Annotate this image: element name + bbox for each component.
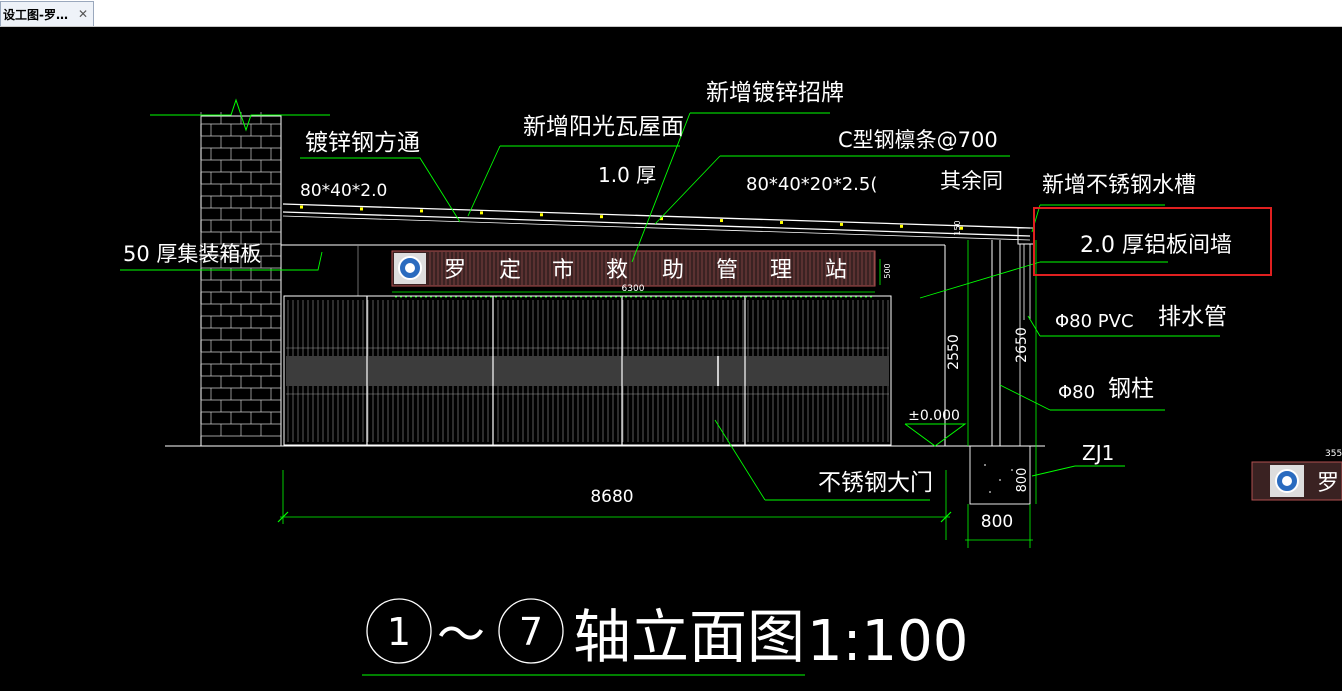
elevation-marker	[904, 423, 967, 447]
axis-number-1: 1	[387, 610, 411, 654]
highlight-box	[1033, 207, 1272, 276]
rest-same-label: 其余同	[940, 169, 1003, 193]
d355-dimension: 355	[1325, 449, 1342, 459]
c-purlin-size: 80*40*20*2.5(	[746, 174, 877, 195]
gate-label: 不锈钢大门	[818, 470, 933, 496]
sign-char: 站	[825, 258, 847, 283]
drain-pipe-label: 排水管	[1158, 304, 1227, 330]
footing-height-dimension: 800	[1015, 468, 1030, 493]
alu-wall-label: 2.0 厚铝板间墙	[1080, 233, 1232, 258]
thickness-label: 1.0 厚	[598, 163, 656, 187]
galv-tube-size: 80*40*2.0	[300, 181, 387, 201]
sign-board: 罗 定 市 救 助 管 理 站	[391, 250, 876, 287]
title-scale: 1:100	[807, 609, 968, 674]
break-line	[150, 98, 330, 132]
container-board-label: 50 厚集装箱板	[123, 242, 261, 266]
title-tilde: ～	[437, 607, 485, 663]
sun-roof-label: 新增阳光瓦屋面	[523, 114, 684, 140]
roof	[282, 203, 1031, 241]
drawing-title: 1 ～ 7 轴立面图 1:100	[362, 598, 968, 676]
brick-wall	[200, 112, 282, 447]
total-width-dimension: 8680	[590, 487, 633, 507]
sign-char: 市	[552, 258, 574, 283]
height-2650-dimension: 2650	[1014, 327, 1030, 363]
pvc-pipe-label: Φ80 PVC	[1055, 311, 1134, 332]
close-tab-icon[interactable]: ✕	[77, 7, 89, 21]
gutter-label: 新增不锈钢水槽	[1042, 173, 1196, 198]
elevation-value: ±0.000	[908, 408, 960, 424]
axis-bubble-1	[366, 598, 432, 664]
sign-char: 理	[770, 258, 792, 283]
steel-col-label: 钢柱	[1108, 376, 1154, 402]
zj1-label: ZJ1	[1082, 441, 1114, 465]
drawing-canvas[interactable]: 罗 定 市 救 助 管 理 站 6300 500 ±0.000 2550 265…	[0, 27, 1342, 687]
footing-width-dimension: 800	[981, 512, 1013, 532]
sign-char: 定	[499, 258, 521, 283]
sign-height-dimension: 500	[883, 263, 892, 278]
document-tab[interactable]: 设工图-罗… ✕	[0, 1, 94, 26]
steel-col-dia-label: Φ80	[1058, 382, 1095, 403]
partial-sign-preview: 355 罗	[1251, 449, 1342, 501]
c-purlin-label: C型钢檩条@700	[838, 128, 998, 152]
sign-char: 救	[606, 258, 628, 283]
leader-lines	[120, 112, 1220, 501]
axis-number-7: 7	[519, 610, 543, 654]
tab-label[interactable]: 设工图-罗…	[3, 7, 68, 22]
partial-sign-char: 罗	[1317, 471, 1339, 496]
d150-dimension: 150	[953, 220, 962, 235]
galv-tube-label: 镀锌钢方通	[305, 130, 420, 156]
sign-char: 管	[716, 258, 738, 283]
galv-sign-label: 新增镀锌招牌	[706, 80, 844, 106]
title-text: 轴立面图	[573, 603, 805, 671]
stainless-gate	[283, 295, 892, 446]
sign-char: 罗	[444, 258, 466, 283]
cad-elevation-drawing: 罗 定 市 救 助 管 理 站 6300 500 ±0.000 2550 265…	[120, 80, 1342, 676]
sign-char: 助	[662, 258, 684, 283]
height-2550-dimension: 2550	[946, 334, 962, 370]
sign-length-dimension: 6300	[622, 284, 645, 294]
footing-zj1	[969, 445, 1031, 505]
tab-bar: 设工图-罗… ✕	[0, 0, 1342, 27]
axis-bubble-7	[498, 598, 564, 664]
